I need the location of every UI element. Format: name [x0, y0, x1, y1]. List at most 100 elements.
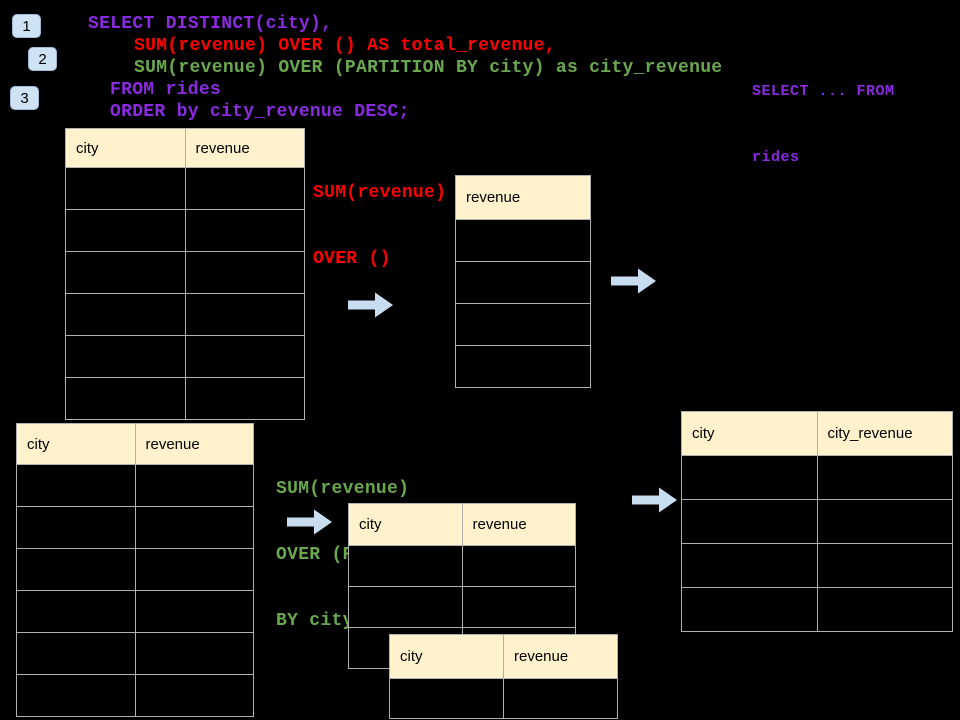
table-header-row: city revenue [390, 635, 617, 678]
sql-line-order-by: ORDER by city_revenue DESC; [110, 102, 410, 122]
empty-cell [66, 252, 185, 293]
table-row [682, 455, 952, 499]
table-row [349, 586, 575, 627]
column-header: revenue [184, 129, 305, 167]
table-row [17, 590, 253, 632]
table-row [390, 678, 617, 718]
empty-cell [17, 507, 135, 548]
empty-cell [184, 210, 305, 251]
side-note-line-2: rides [752, 149, 800, 166]
empty-cell [134, 549, 254, 590]
table-row [66, 377, 304, 419]
table-header-row: city revenue [66, 129, 304, 167]
empty-cell [134, 675, 254, 716]
column-header: revenue [503, 635, 617, 678]
table-row [17, 674, 253, 716]
empty-cell [17, 633, 135, 674]
column-header: city [27, 435, 50, 453]
empty-cell [456, 346, 590, 387]
table-source-top: city revenue [65, 128, 305, 420]
total-annotation-line-2: OVER () [313, 249, 391, 269]
table-city-revenue-result: city city_revenue [681, 411, 953, 632]
empty-cell [17, 465, 135, 506]
column-header: revenue [134, 424, 254, 464]
column-header: revenue [461, 504, 576, 545]
empty-cell [682, 456, 817, 499]
table-total-revenue-result: revenue [455, 175, 591, 388]
empty-cell [134, 465, 254, 506]
table-header-row: city city_revenue [682, 412, 952, 455]
empty-cell [349, 587, 462, 627]
empty-cell [816, 456, 953, 499]
table-row [66, 335, 304, 377]
empty-cell [461, 587, 576, 627]
empty-cell [17, 549, 135, 590]
empty-cell [456, 220, 590, 261]
empty-cell [184, 168, 305, 209]
empty-cell [184, 336, 305, 377]
empty-cell [503, 679, 617, 718]
empty-cell [66, 168, 185, 209]
right-arrow-icon [287, 509, 332, 535]
table-header-row: revenue [456, 176, 590, 219]
table-row [17, 464, 253, 506]
side-note: SELECT ... FROM rides [752, 37, 895, 213]
empty-cell [66, 378, 185, 419]
empty-cell [66, 294, 185, 335]
empty-cell [682, 500, 817, 543]
empty-cell [66, 210, 185, 251]
step-badge-3: 3 [10, 86, 39, 110]
table-row [66, 167, 304, 209]
table-row [17, 632, 253, 674]
column-header: city [359, 516, 382, 533]
empty-cell [682, 588, 817, 631]
empty-cell [682, 544, 817, 587]
empty-cell [349, 546, 462, 586]
table-row [17, 548, 253, 590]
column-header: revenue [466, 189, 521, 206]
table-row [456, 261, 590, 303]
empty-cell [816, 588, 953, 631]
table-partition-overlay: city revenue [389, 634, 618, 719]
table-header-row: city revenue [349, 504, 575, 545]
empty-cell [66, 336, 185, 377]
empty-cell [134, 633, 254, 674]
empty-cell [456, 262, 590, 303]
empty-cell [390, 679, 503, 718]
step-badge-1: 1 [12, 14, 41, 38]
partition-annotation-line-1: SUM(revenue) [276, 479, 410, 499]
empty-cell [816, 500, 953, 543]
empty-cell [184, 378, 305, 419]
column-header: city_revenue [816, 412, 953, 455]
right-arrow-icon [632, 487, 677, 513]
table-row [682, 587, 952, 631]
table-row [17, 506, 253, 548]
table-row [682, 543, 952, 587]
empty-cell [17, 675, 135, 716]
side-note-line-1: SELECT ... FROM [752, 83, 895, 100]
table-row [66, 293, 304, 335]
sql-line-select: SELECT DISTINCT(city), [88, 14, 333, 34]
empty-cell [17, 591, 135, 632]
empty-cell [816, 544, 953, 587]
empty-cell [134, 591, 254, 632]
column-header: city [76, 139, 99, 157]
column-header: city [400, 648, 423, 665]
column-header: city [692, 425, 715, 442]
table-row [456, 303, 590, 345]
step-badge-2: 2 [28, 47, 57, 71]
table-row [349, 545, 575, 586]
right-arrow-icon [348, 292, 393, 318]
table-row [456, 345, 590, 387]
empty-cell [134, 507, 254, 548]
sql-line-city-revenue: SUM(revenue) OVER (PARTITION BY city) as… [134, 58, 723, 78]
total-revenue-annotation: SUM(revenue) OVER () [313, 138, 446, 314]
table-header-row: city revenue [17, 424, 253, 464]
sql-line-total-revenue: SUM(revenue) OVER () AS total_revenue, [134, 36, 556, 56]
total-annotation-line-1: SUM(revenue) [313, 183, 447, 203]
sql-line-from: FROM rides [110, 80, 222, 100]
empty-cell [456, 304, 590, 345]
empty-cell [184, 294, 305, 335]
table-row [66, 251, 304, 293]
